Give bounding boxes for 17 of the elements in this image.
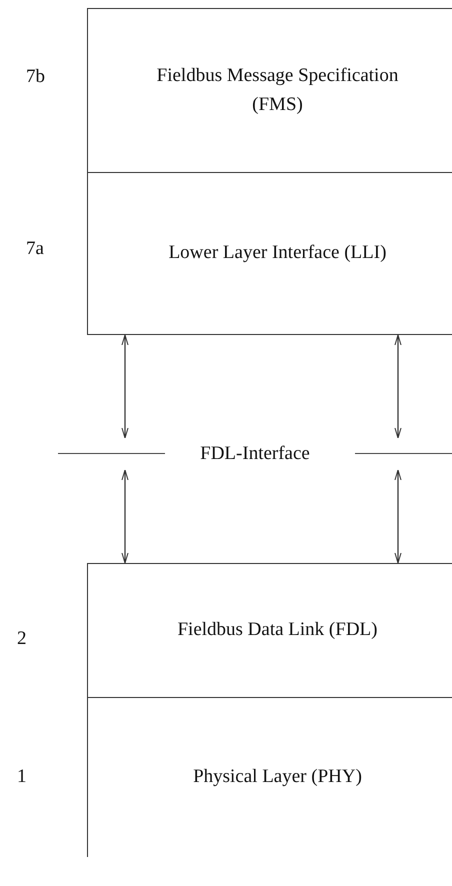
layer-number: 1	[17, 766, 26, 788]
layer-box	[87, 8, 452, 172]
layer-label: Lower Layer Interface (LLI)	[168, 241, 386, 266]
layer-number: 2	[17, 628, 26, 650]
layer-label: Fieldbus Data Link (FDL)	[177, 618, 378, 642]
interface-label: FDL-Interface	[200, 442, 310, 466]
double-arrow	[122, 334, 128, 438]
double-arrow	[394, 470, 402, 564]
layer-box	[87, 172, 452, 335]
layer-number: 7b	[26, 66, 45, 88]
layer-box	[87, 563, 452, 697]
layer-box	[87, 697, 452, 857]
layer-label: Physical Layer (PHY)	[193, 765, 362, 790]
double-arrow	[122, 470, 128, 564]
double-arrow	[394, 334, 402, 438]
layer-label: Fieldbus Message Specification (FMS)	[156, 64, 400, 116]
layer-number: 7a	[26, 238, 44, 260]
